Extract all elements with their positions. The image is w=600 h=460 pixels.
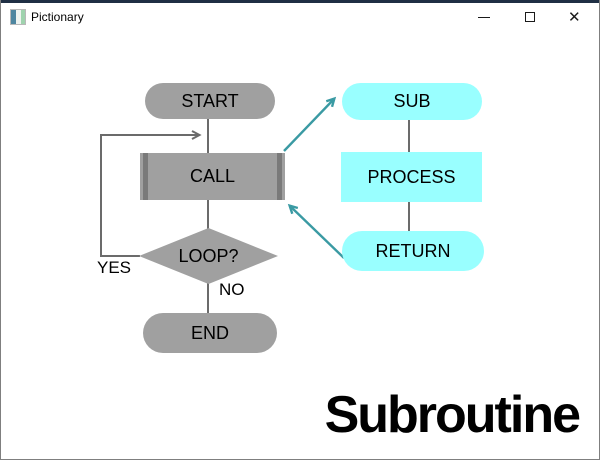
node-return-label: RETURN — [375, 240, 451, 261]
maximize-icon — [525, 12, 535, 22]
node-end: END — [143, 313, 277, 353]
title-bar: Pictionary ✕ — [1, 3, 599, 32]
node-start: START — [145, 83, 275, 119]
no-branch-label: NO — [219, 280, 245, 299]
node-call-label: CALL — [189, 166, 236, 186]
close-button[interactable]: ✕ — [553, 3, 599, 32]
node-return: RETURN — [342, 231, 484, 271]
connector-yes-loopback-arrow — [100, 130, 202, 257]
caption-subroutine: Subroutine — [324, 386, 581, 444]
window-border-left — [0, 0, 1, 460]
node-sub-label: SUB — [393, 91, 431, 111]
node-call-subroutine: CALL — [140, 153, 285, 200]
minimize-button[interactable] — [461, 3, 507, 32]
return-to-call-arrow — [287, 203, 345, 259]
call-to-sub-arrow — [283, 96, 337, 152]
window-title: Pictionary — [31, 10, 84, 24]
subroutine-bar-right — [277, 153, 282, 200]
node-process-label: PROCESS — [367, 166, 456, 187]
node-end-label: END — [190, 322, 229, 343]
node-process: PROCESS — [341, 152, 482, 202]
node-sub: SUB — [342, 83, 482, 120]
minimize-icon — [478, 17, 490, 18]
maximize-button[interactable] — [507, 3, 553, 32]
yes-branch-label: YES — [97, 258, 132, 277]
app-icon — [10, 9, 26, 25]
node-loop-label: LOOP? — [178, 245, 239, 266]
window-border-top — [0, 0, 600, 3]
subroutine-bar-left — [143, 153, 148, 200]
close-icon: ✕ — [568, 9, 581, 26]
node-start-label: START — [181, 90, 239, 111]
